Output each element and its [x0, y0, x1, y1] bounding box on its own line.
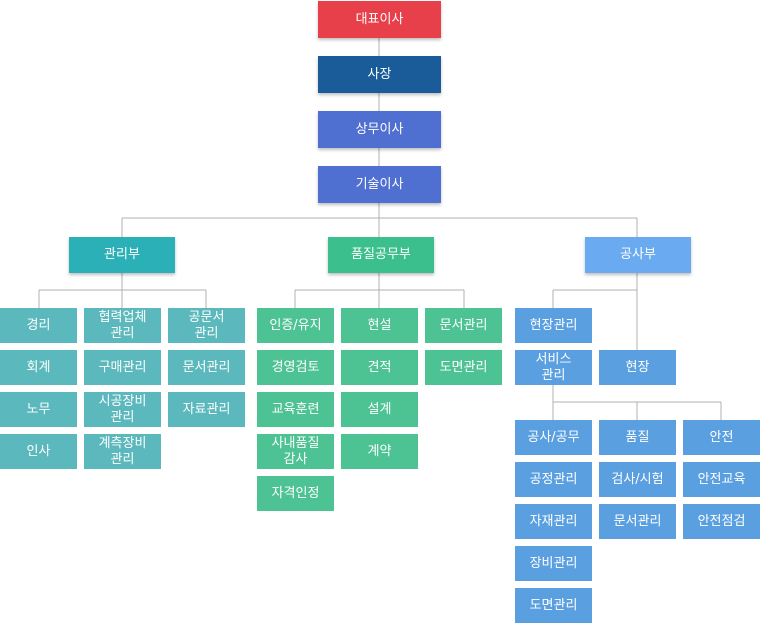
unit-personnel: 인사 [0, 434, 77, 469]
dept-quality-engineering: 품질공무부 [328, 237, 434, 273]
unit-construction-works: 공사/공무 [515, 420, 592, 455]
unit-internal-audit: 사내품질 감사 [257, 434, 334, 469]
unit-data-management: 자료관리 [168, 392, 245, 427]
unit-site-documents: 문서관리 [599, 504, 676, 539]
unit-management-review: 경영검토 [257, 350, 334, 385]
unit-safety-training: 안전교육 [683, 462, 760, 497]
unit-measuring-equipment: 계측장비 관리 [84, 434, 161, 469]
unit-training: 교육훈련 [257, 392, 334, 427]
unit-contract: 계약 [341, 434, 418, 469]
unit-certification: 인증/유지 [257, 308, 334, 343]
unit-official-documents: 공문서 관리 [168, 308, 245, 343]
unit-material-management: 자재관리 [515, 504, 592, 539]
dept-construction: 공사부 [585, 237, 691, 273]
unit-document-management: 문서관리 [168, 350, 245, 385]
unit-bookkeeping: 회계 [0, 350, 77, 385]
ceo-box: 대표이사 [318, 1, 441, 38]
unit-inspection-testing: 검사/시험 [599, 462, 676, 497]
unit-site-management: 현장관리 [515, 308, 592, 343]
president-box: 사장 [318, 56, 441, 93]
unit-labor: 노무 [0, 392, 77, 427]
dept-management: 관리부 [69, 237, 175, 273]
unit-service-management: 서비스 관리 [515, 350, 592, 385]
unit-document-control: 문서관리 [425, 308, 502, 343]
unit-safety: 안전 [683, 420, 760, 455]
unit-construction-equipment: 시공장비 관리 [84, 392, 161, 427]
unit-equipment-management: 장비관리 [515, 546, 592, 581]
technical-director-box: 기술이사 [318, 166, 441, 203]
unit-drawing-control: 도면관리 [425, 350, 502, 385]
unit-site-briefing: 현설 [341, 308, 418, 343]
unit-partner-management: 협력업체 관리 [84, 308, 161, 343]
unit-design: 설계 [341, 392, 418, 427]
unit-qualification: 자격인정 [257, 476, 334, 511]
unit-estimation: 견적 [341, 350, 418, 385]
unit-safety-inspection: 안전점검 [683, 504, 760, 539]
unit-accounting: 경리 [0, 308, 77, 343]
unit-site: 현장 [599, 350, 676, 385]
unit-drawing-management: 도면관리 [515, 588, 592, 623]
unit-quality: 품질 [599, 420, 676, 455]
unit-schedule-management: 공정관리 [515, 462, 592, 497]
unit-purchasing: 구매관리 [84, 350, 161, 385]
managing-director-box: 상무이사 [318, 111, 441, 148]
